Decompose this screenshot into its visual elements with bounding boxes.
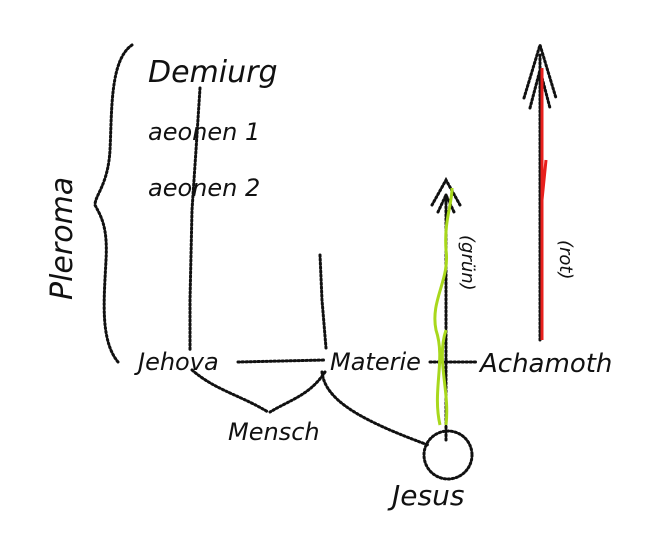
label-aeonen-1: aeonen 1 [148, 118, 260, 146]
label-achamoth: Achamoth [478, 349, 612, 379]
red-arrow-head [522, 39, 558, 110]
label-demiurg: Demiurg [148, 55, 278, 90]
label-gruen: (grün) [457, 235, 478, 291]
label-mensch: Mensch [228, 418, 320, 446]
jehova-mensch-line [190, 368, 270, 414]
jehova-materie-line [236, 358, 327, 364]
green-arrow-head [430, 176, 462, 214]
red-arrow-line [540, 68, 548, 340]
materie-mensch-line [268, 370, 327, 414]
label-jesus: Jesus [387, 479, 464, 512]
pleroma-brace [93, 43, 134, 364]
label-materie: Materie [330, 348, 421, 376]
materie-vertical-line [318, 253, 328, 350]
label-pleroma: Pleroma [45, 177, 80, 300]
materie-jesus-line [320, 370, 430, 447]
jesus-circle [422, 429, 474, 481]
label-rot: (rot) [555, 240, 576, 280]
green-arrow-line [433, 187, 454, 426]
label-aeonen-2: aeonen 2 [148, 174, 260, 202]
label-jehova: Jehova [134, 348, 219, 376]
demiurg-jehova-line [188, 86, 202, 352]
